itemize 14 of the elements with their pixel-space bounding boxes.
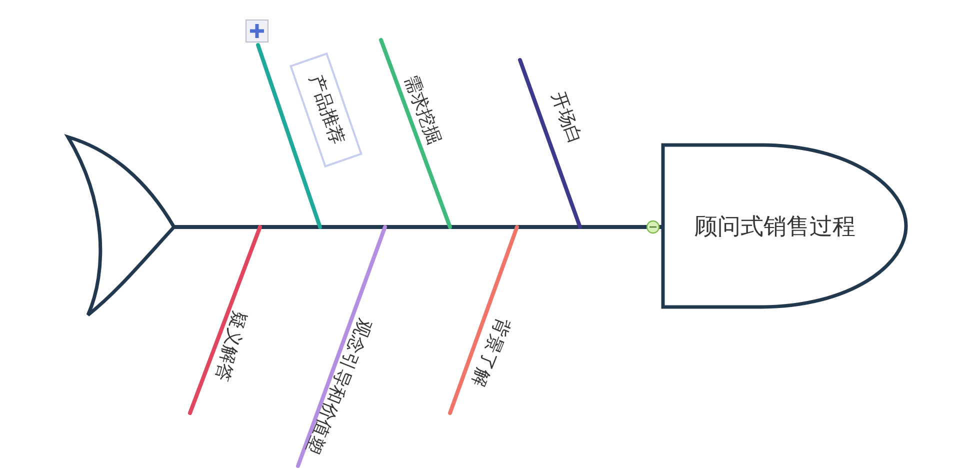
fish-bone bbox=[296, 225, 387, 468]
fish-spine bbox=[172, 225, 664, 229]
category-label: 背景了解 bbox=[465, 314, 515, 390]
fish-bone bbox=[448, 225, 519, 415]
category-label: 需求挖掘 bbox=[398, 72, 446, 148]
fish-bone bbox=[379, 38, 452, 229]
category-label: 开场白 bbox=[546, 88, 586, 148]
fish-bone bbox=[256, 43, 322, 229]
fish-bone bbox=[188, 225, 262, 415]
category-label: 疑义解答 bbox=[209, 308, 251, 384]
fish-head-label: 顾问式销售过程 bbox=[694, 212, 856, 242]
selected-category-label: 产品推荐 bbox=[290, 52, 362, 168]
fish-bone bbox=[518, 58, 582, 229]
category-label: 观念引导和价值塑 bbox=[300, 314, 376, 458]
